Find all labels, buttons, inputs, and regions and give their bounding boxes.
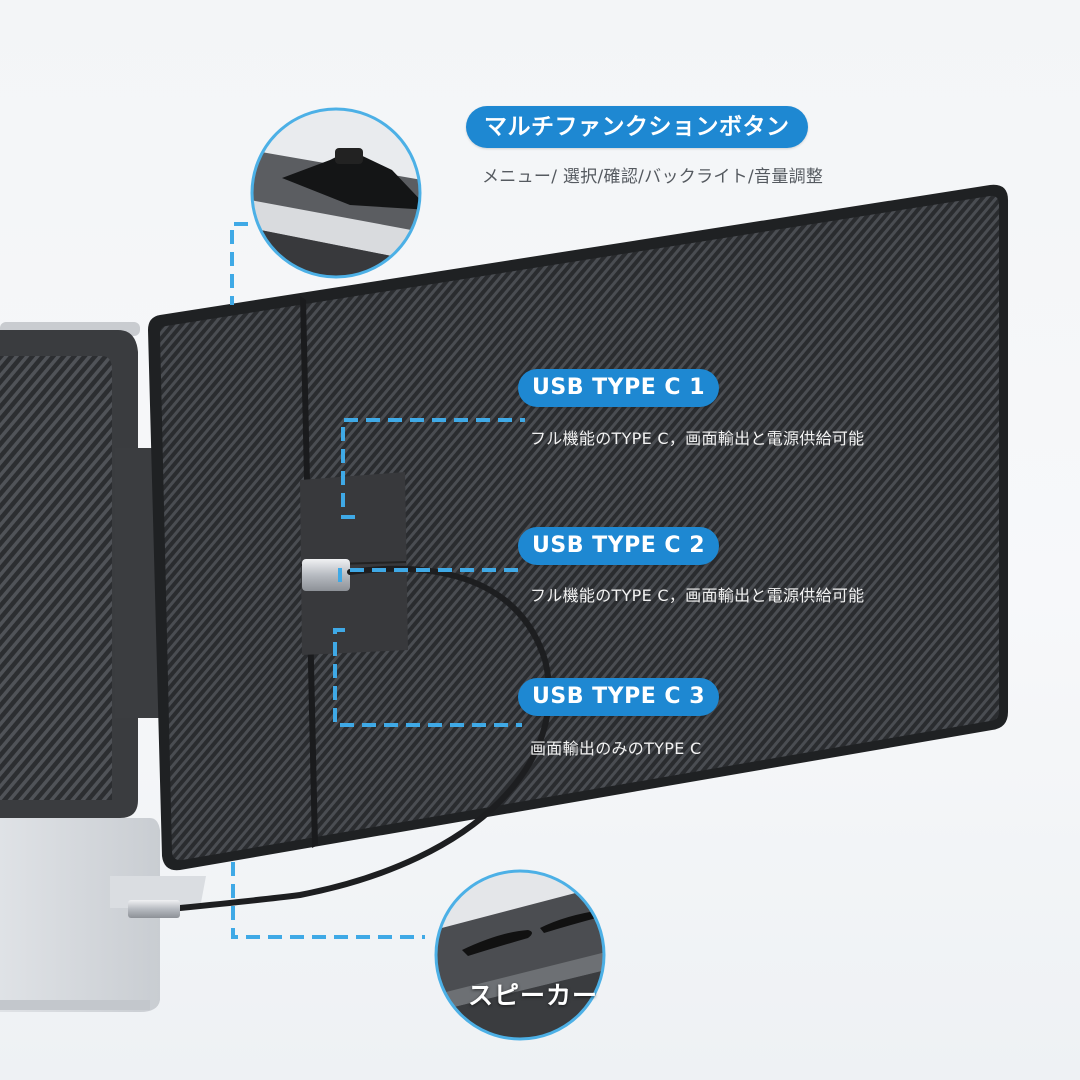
usb-type-c-3-description: 画面輸出のみのTYPE C: [530, 739, 702, 758]
multifunction-button-title: マルチファンクションボタン: [466, 106, 808, 148]
multifunction-button-description: メニュー/ 選択/確認/バックライト/音量調整: [482, 167, 824, 187]
usb-type-c-1-description: フル機能のTYPE C，画面輸出と電源供給可能: [530, 429, 865, 448]
usb-type-c-1-title: USB TYPE C 1: [518, 369, 719, 407]
magnifier-multifunction-button: [250, 107, 422, 279]
laptop: [0, 322, 206, 1012]
leader-lines: [230, 222, 525, 939]
leader-speaker: [231, 862, 425, 939]
leader-multifunction: [230, 222, 248, 305]
leader-usb2: [338, 568, 525, 582]
leader-usb1: [341, 418, 525, 519]
magnifier-speaker: [434, 869, 606, 1041]
speaker-label: スピーカー: [468, 981, 599, 1010]
usb-cable: [128, 559, 553, 918]
leader-usb3: [333, 628, 522, 727]
usb-type-c-2-description: フル機能のTYPE C，画面輸出と電源供給可能: [530, 586, 865, 605]
usb-type-c-3-title: USB TYPE C 3: [518, 678, 719, 716]
usb-type-c-2-title: USB TYPE C 2: [518, 527, 719, 565]
